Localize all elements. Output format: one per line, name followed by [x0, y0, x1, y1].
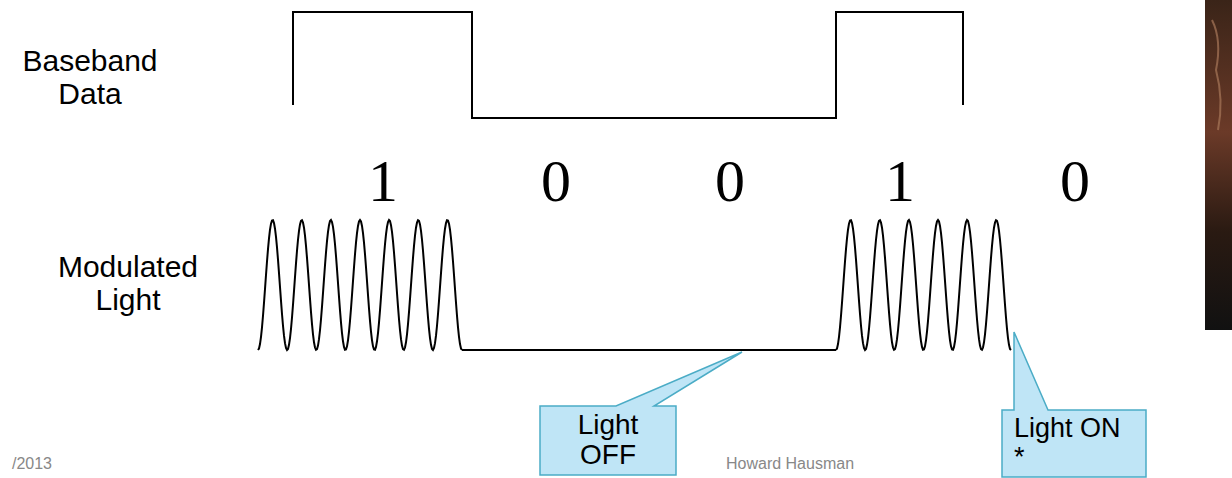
callout-outline [1002, 332, 1146, 477]
baseband-waveform [293, 12, 963, 118]
footer-date: /2013 [12, 455, 52, 473]
bit-value: 0 [541, 148, 571, 214]
modulated-burst [258, 220, 462, 350]
callout-box: Light ON * [1002, 410, 1146, 477]
bit-value: 0 [1060, 148, 1090, 214]
bit-value: 0 [715, 148, 745, 214]
photo-detail [1212, 20, 1221, 130]
callout-outline [540, 352, 742, 475]
bit-value: 1 [885, 148, 915, 214]
signal-name: Modulated Light [41, 250, 216, 316]
callout-box: Light OFF [540, 406, 676, 475]
footer-author: Howard Hausman [726, 455, 854, 473]
bit-value: 1 [368, 148, 398, 214]
callout-text: Light OFF [552, 410, 664, 470]
signal-name: Baseband Data [5, 44, 175, 110]
modulated-burst [836, 220, 1011, 350]
photo [1205, 0, 1232, 330]
callout-text: Light ON * [1014, 414, 1134, 472]
light-off-line [462, 349, 836, 351]
